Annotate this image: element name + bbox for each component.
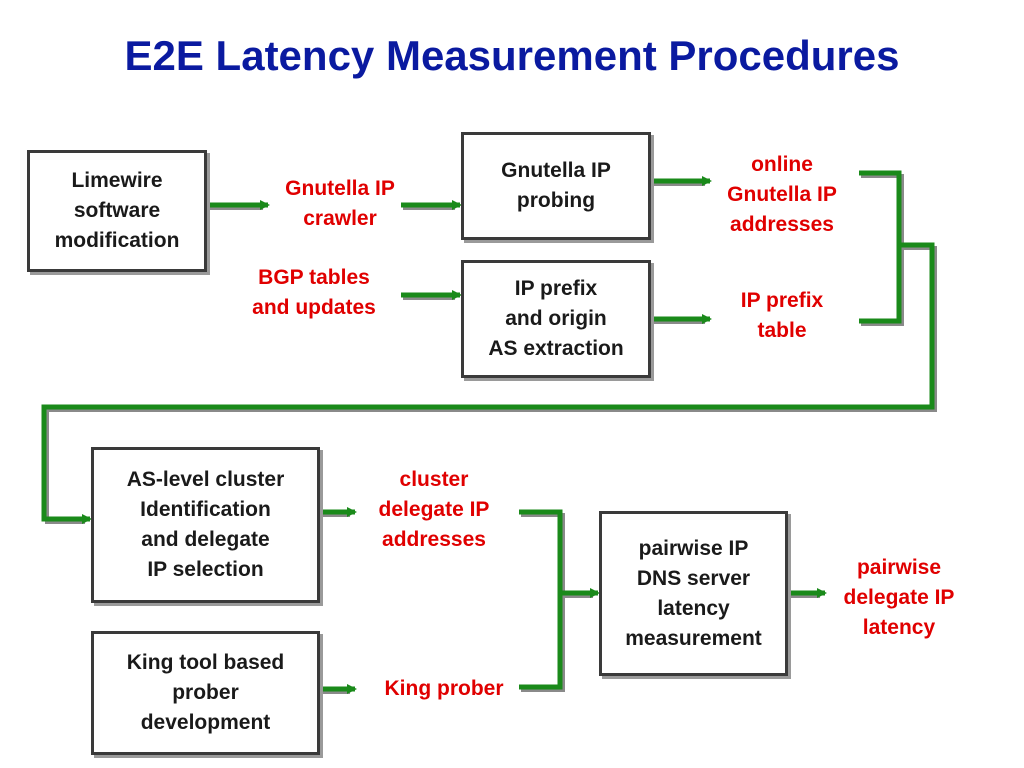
arrow-merge-to-cluster [41,242,935,524]
online-addresses-label-text: online Gnutella IP addresses [727,153,837,236]
crawler-label-text: Gnutella IP crawler [285,177,395,230]
page-title: E2E Latency Measurement Procedures [124,32,900,79]
king-development-box: King tool based prober development [91,631,320,755]
limewire-box: Limewire software modification [27,150,207,272]
cluster-identification-box: AS-level cluster Identification and dele… [91,447,320,603]
latency-measurement-box: pairwise IP DNS server latency measureme… [599,511,788,676]
prefix-table-label: IP prefix table [716,284,848,348]
limewire-box-text: Limewire software modification [54,169,180,252]
prefix-extraction-box: IP prefix and origin AS extraction [461,260,651,378]
bgp-label: BGP tables and updates [230,261,398,325]
connectors [41,170,935,694]
prefix-table-label-text: IP prefix table [740,289,824,342]
cluster-delegates-label-text: cluster delegate IP addresses [378,468,490,551]
latency-measurement-box-text: pairwise IP DNS server latency measureme… [625,536,762,650]
king-prober-label-text: King prober [384,677,504,700]
shadow [861,174,904,326]
cluster-identification-box-text: AS-level cluster Identification and dele… [126,468,285,581]
shadow [521,513,565,692]
cluster-delegates-label: cluster delegate IP addresses [356,463,512,557]
bracket-merge-bottom [519,509,563,690]
gnutella-probing-box: Gnutella IP probing [461,132,651,240]
gnutella-probing-box-text: Gnutella IP probing [501,159,611,212]
king-prober-label: King prober [366,672,522,706]
prefix-extraction-box-text: IP prefix and origin AS extraction [488,277,624,360]
online-addresses-label: online Gnutella IP addresses [706,148,858,242]
crawler-label: Gnutella IP crawler [266,172,414,236]
pairwise-latency-label: pairwise delegate IP latency [826,551,972,645]
king-development-box-text: King tool based prober development [126,651,285,734]
bgp-label-text: BGP tables and updates [252,266,376,319]
pairwise-latency-label-text: pairwise delegate IP latency [843,556,955,639]
bracket-merge-top [859,170,902,324]
